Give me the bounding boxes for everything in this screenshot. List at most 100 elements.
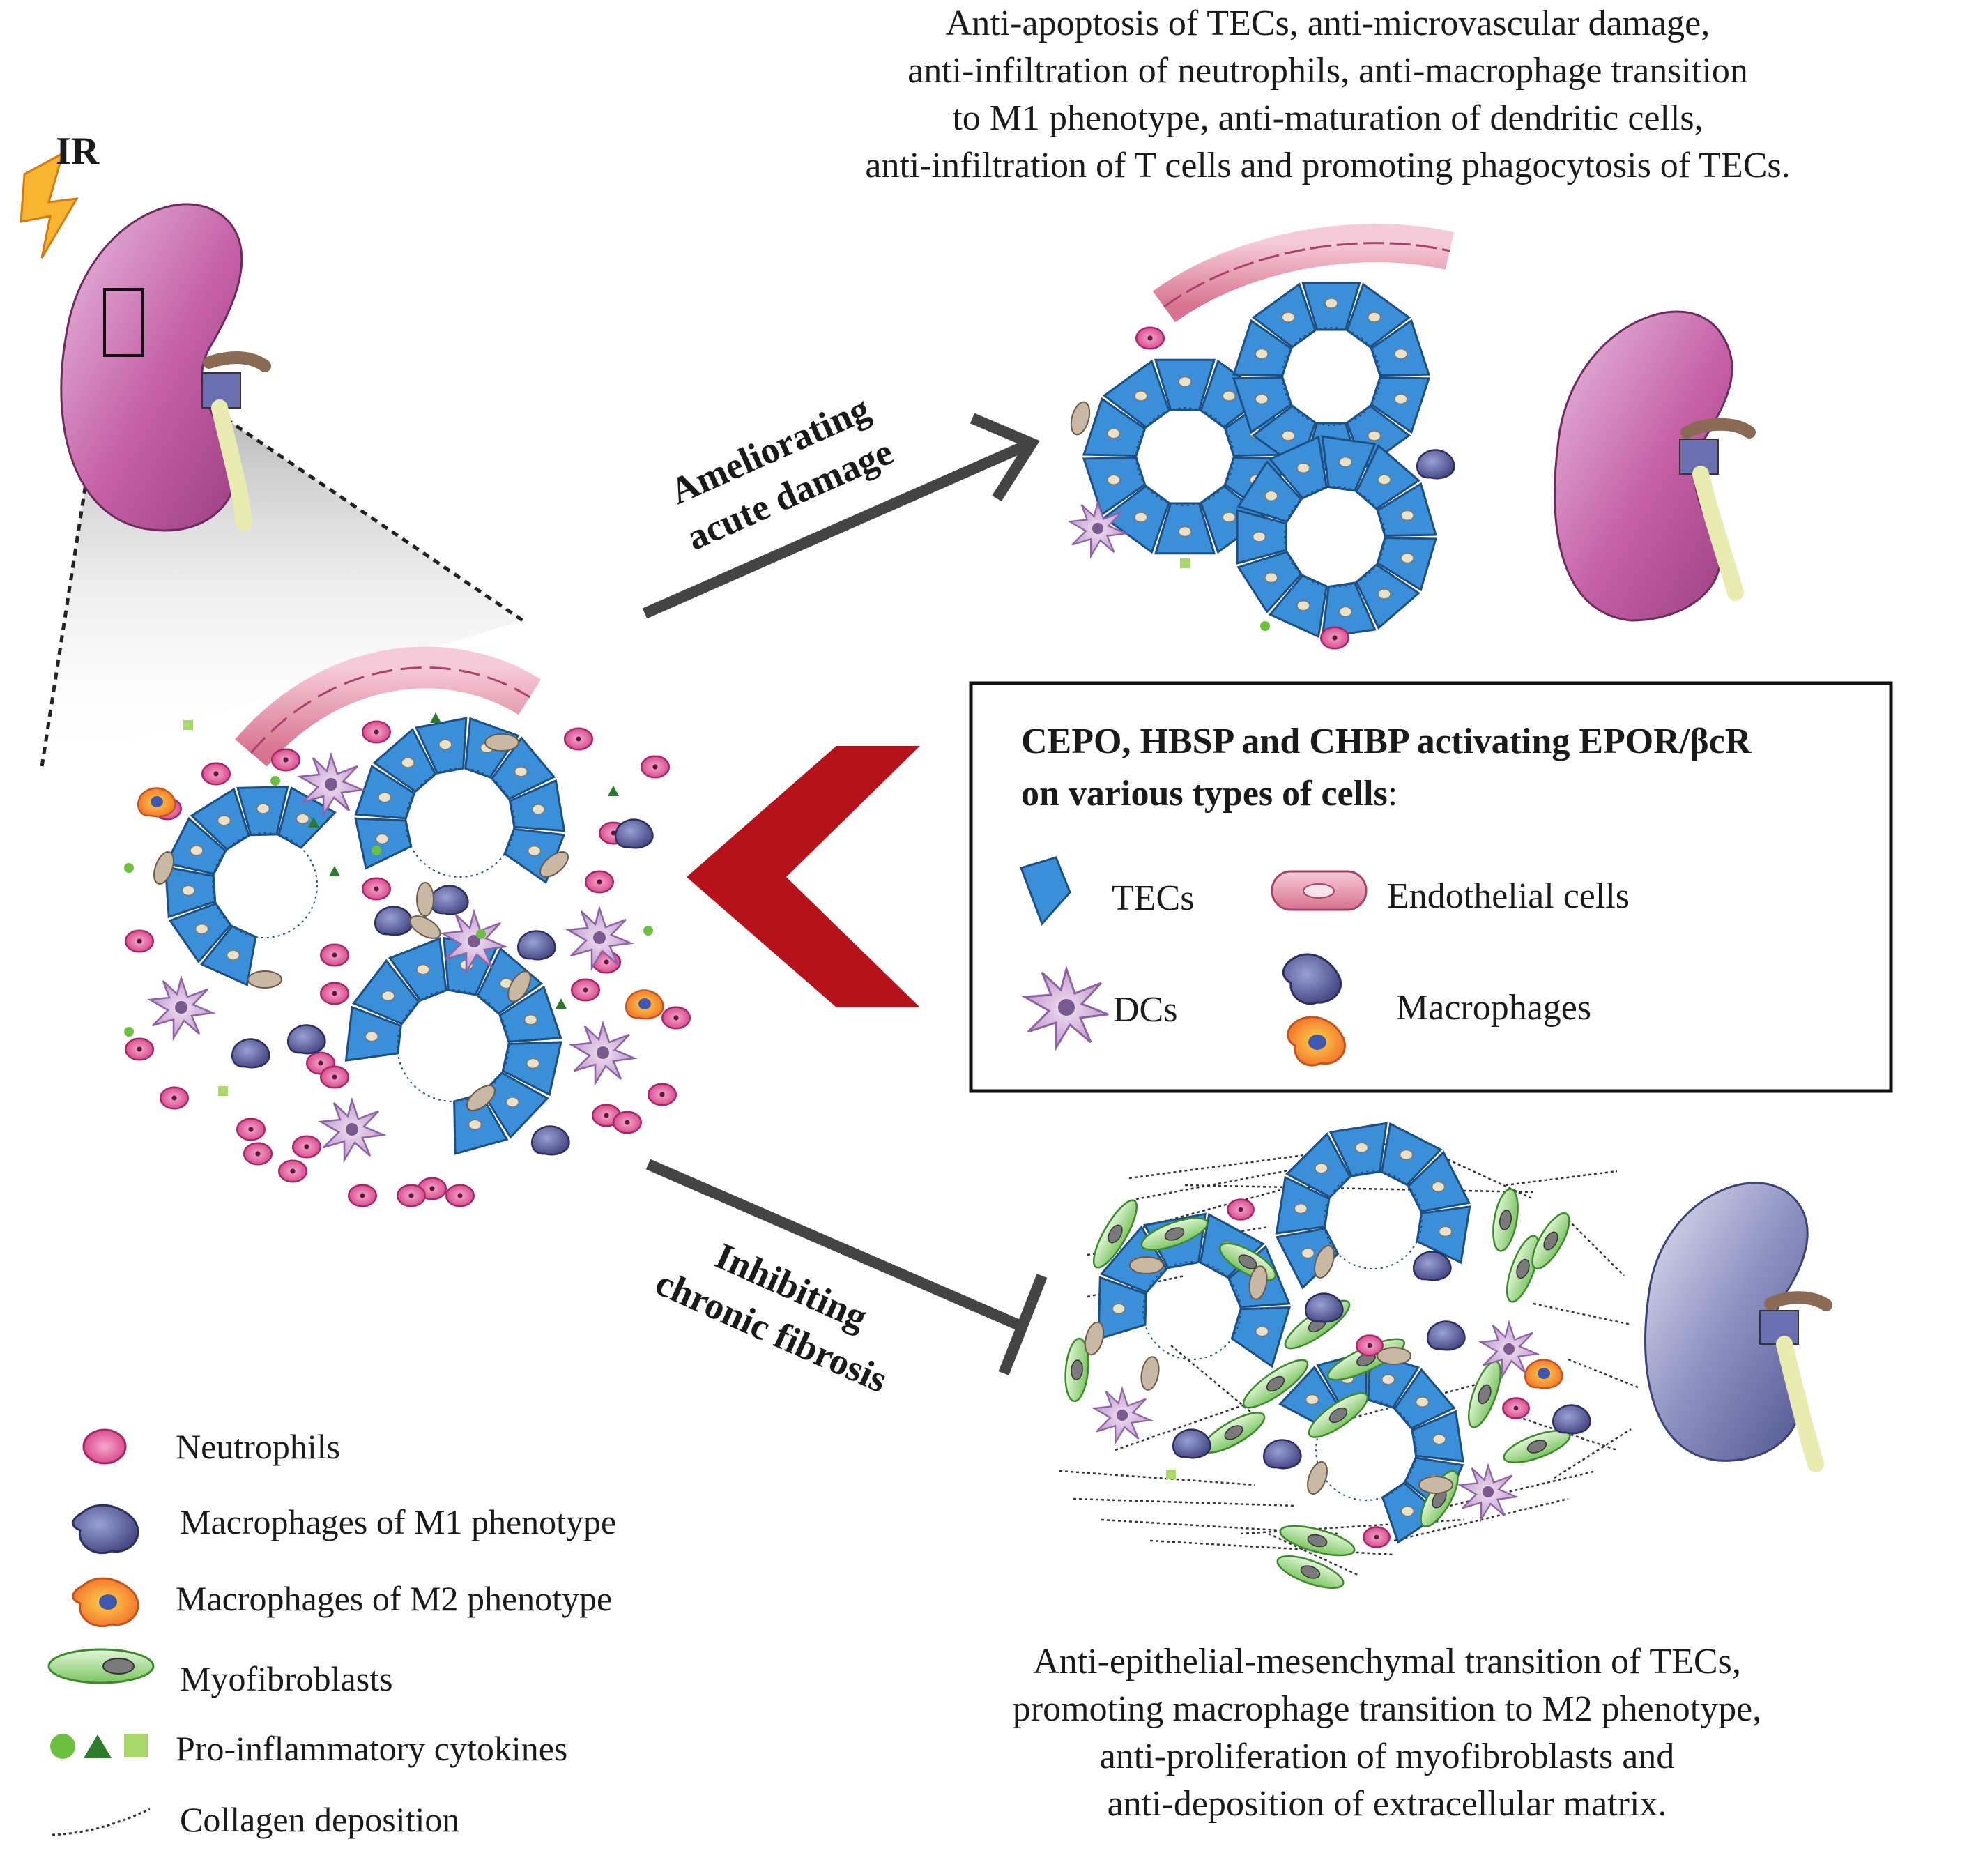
tec-nucleus — [1394, 393, 1408, 405]
tec-nucleus — [1367, 430, 1381, 441]
myofibroblast-nucleus — [1164, 1227, 1185, 1241]
dendritic-cell — [1478, 1320, 1540, 1380]
healthy-sparse-cells — [1066, 326, 1455, 650]
tec-nucleus — [375, 833, 390, 845]
tec-nucleus — [1377, 588, 1391, 600]
dendritic-cell — [1457, 1463, 1519, 1523]
dendritic-cell — [297, 752, 366, 818]
myofibroblast-nucleus — [1238, 1254, 1257, 1269]
neutrophil-nucleus — [255, 1151, 261, 1157]
fibrotic-tubules — [1097, 1122, 1471, 1544]
dendritic-cell — [565, 905, 634, 972]
acute-arrow-label: Ameliorating acute damage — [664, 388, 899, 558]
tec-nucleus — [1354, 1142, 1369, 1154]
tec-nucleus — [1294, 1203, 1308, 1214]
healthy-kidney — [1554, 310, 1756, 622]
tec-nucleus — [217, 815, 231, 826]
tec-nucleus — [1222, 390, 1236, 402]
neutrophil-nucleus — [304, 1144, 309, 1150]
neutrophil-nucleus — [360, 1193, 365, 1198]
myofibroblast-nucleus — [1224, 1425, 1243, 1440]
detached-tec — [1129, 1256, 1164, 1274]
dendritic-cell — [1066, 499, 1129, 559]
macrophage-m1 — [531, 1125, 570, 1156]
dendritic-cell — [318, 1097, 387, 1164]
tec-nucleus — [1134, 390, 1148, 402]
collagen-fiber — [1568, 1358, 1639, 1389]
tubule-healthy-top — [1232, 282, 1431, 471]
macrophage-m1 — [615, 818, 654, 849]
tec-nucleus — [190, 845, 204, 856]
mechanism-title-line-1: CEPO, HBSP and CHBP activating EPOR/βcR — [1021, 722, 1752, 761]
tec-nucleus — [1432, 1433, 1446, 1445]
endothelial-nucleus-icon — [1303, 883, 1335, 899]
collagen-fiber — [1533, 1302, 1632, 1326]
detached-tec — [466, 1085, 496, 1111]
acute-damage-arrow — [642, 413, 1040, 619]
tec-nucleus — [296, 813, 310, 825]
legend-macrophages-m1: Macrophages of M1 phenotype — [180, 1502, 616, 1541]
cytokine — [476, 929, 486, 939]
tec-nucleus — [1400, 1506, 1415, 1517]
neutrophil-nucleus — [137, 1046, 142, 1052]
neutrophil-nucleus — [652, 764, 658, 770]
tec-nucleus — [1222, 512, 1236, 523]
tec-nucleus — [1296, 462, 1310, 474]
collagen-fiber — [1073, 1497, 1297, 1507]
neutrophil-nucleus — [1147, 335, 1153, 341]
tec-nucleus — [1415, 1396, 1430, 1408]
tec-nucleus — [1107, 474, 1121, 485]
detached-tec — [1070, 401, 1091, 436]
tubule-fibrotic-top — [1275, 1122, 1471, 1290]
tubule-center-right — [354, 717, 566, 885]
bottom-effect-line-1: Anti-epithelial-mesenchymal transition o… — [1033, 1642, 1741, 1681]
brush-border — [1282, 327, 1381, 426]
tec-nucleus — [1178, 526, 1192, 537]
tec-nucleus — [1315, 1163, 1328, 1174]
top-effect-line-1: Anti-apoptosis of TECs, anti-microvascul… — [946, 3, 1710, 43]
collagen-fiber — [1568, 1219, 1625, 1276]
collagen-legend-icon — [52, 1808, 151, 1836]
neutrophil-nucleus — [408, 1193, 414, 1198]
tubule-center-left — [164, 786, 337, 986]
macrophage-m1 — [517, 930, 556, 961]
injured-tissue-cluster — [124, 646, 691, 1207]
healthy-tubules — [1082, 282, 1437, 639]
dendritic-cell — [569, 1020, 638, 1087]
tec-cell — [1082, 397, 1147, 457]
tec-nucleus — [181, 885, 195, 897]
neutrophil-nucleus — [171, 1095, 177, 1101]
neutrophil-nucleus — [283, 757, 289, 763]
neutrophil-nucleus — [374, 729, 379, 735]
macrophage-m2-nucleus — [1308, 1035, 1326, 1050]
collagen-fiber — [1512, 1414, 1618, 1451]
ir-label: IR — [56, 130, 100, 173]
detached-tec — [1307, 1461, 1328, 1495]
detached-tec — [1377, 1347, 1411, 1365]
tec-nucleus — [1400, 510, 1414, 521]
myofibroblast-nucleus — [1328, 1407, 1348, 1424]
tubule-healthy-bottom — [1236, 435, 1437, 639]
neutrophil-nucleus — [318, 1060, 323, 1066]
tec-cell — [1370, 376, 1431, 434]
tec-nucleus — [1338, 456, 1353, 468]
detached-tec — [409, 915, 441, 939]
tec-nucleus — [378, 791, 392, 803]
cytokine — [124, 1027, 134, 1037]
neutrophil-nucleus — [604, 959, 609, 965]
myofibroblast-nucleus — [1543, 1231, 1558, 1251]
mechanism-title-suffix: : — [1388, 774, 1397, 814]
zoom-region-box — [103, 288, 144, 357]
damaged-vessel-edge — [250, 666, 530, 754]
neutrophil-nucleus — [429, 1186, 435, 1191]
myofibroblast-nucleus — [1300, 1565, 1321, 1579]
dendritic-cell — [440, 908, 509, 975]
tec-cell — [1082, 456, 1147, 517]
tec-nucleus — [1400, 552, 1414, 564]
tec-nucleus — [1281, 312, 1296, 323]
center-infiltrating-cells — [124, 712, 691, 1207]
collagen-fiber — [1310, 1379, 1492, 1431]
neutrophil-nucleus — [290, 1168, 296, 1174]
cytokine — [643, 926, 653, 936]
